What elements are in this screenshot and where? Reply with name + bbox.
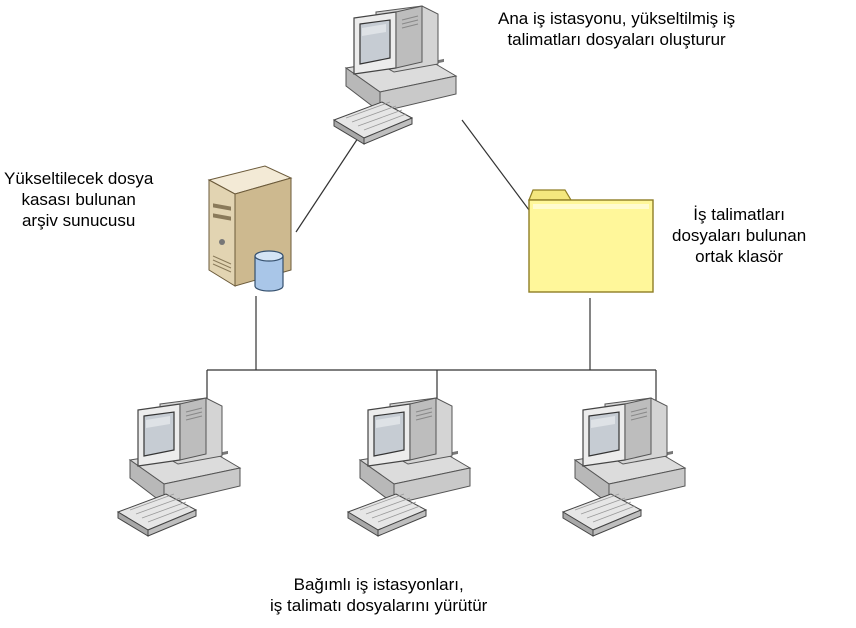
link-main-to-server (295, 131, 363, 233)
dependent-workstation-3 (555, 394, 695, 544)
label-line: iş talimatı dosyalarını yürütür (270, 596, 488, 615)
label-line: Yükseltilecek dosya (4, 169, 154, 188)
archive-server-label: Yükseltilecek dosya kasası bulunan arşiv… (4, 168, 153, 231)
dependent-workstation-2 (340, 394, 480, 544)
label-line: arşiv sunucusu (21, 211, 136, 230)
shared-folder-icon (528, 189, 654, 293)
archive-server-icon (207, 165, 293, 292)
label-line: Bağımlı iş istasyonları, (293, 575, 464, 594)
label-line: kasası bulunan (21, 190, 136, 209)
label-line: İş talimatları (693, 205, 785, 224)
label-line: Ana iş istasyonu, yükseltilmiş iş (498, 9, 736, 28)
label-line: dosyaları bulunan (672, 226, 807, 245)
shared-folder-label: İş talimatları dosyaları bulunan ortak k… (672, 204, 806, 267)
computer-icon (562, 397, 686, 537)
main-workstation-label: Ana iş istasyonu, yükseltilmiş iş talima… (498, 8, 735, 50)
database-icon (254, 250, 284, 292)
archive-server (205, 160, 315, 300)
label-line: talimatları dosyaları oluşturur (507, 30, 726, 49)
computer-icon (333, 5, 457, 145)
shared-folder (525, 186, 657, 298)
dependent-workstation-1 (110, 394, 250, 544)
computer-icon (347, 397, 471, 537)
computer-icon (117, 397, 241, 537)
dependent-workstations-label: Bağımlı iş istasyonları, iş talimatı dos… (270, 574, 487, 616)
link-main-to-folder (461, 119, 536, 219)
main-workstation (326, 2, 466, 152)
label-line: ortak klasör (695, 247, 784, 266)
